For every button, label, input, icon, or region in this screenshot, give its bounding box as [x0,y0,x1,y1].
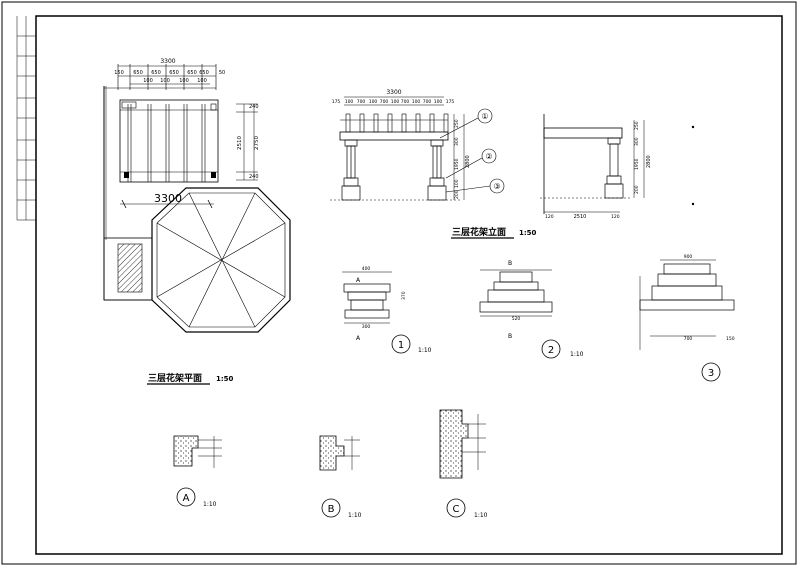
d2-dim: 520 [512,316,521,322]
d3-dim: 150 [726,336,735,342]
d2-label: 2 [548,345,554,356]
elev-dim-seg: 100 [434,99,443,105]
plan-title: 三层花架平面 [148,372,202,384]
dA-scale: 1:10 [203,501,217,508]
detail-c: C 1:10 [439,409,488,519]
elev-dim-right: 100 [454,179,460,188]
elev-dim-right: 200 [454,190,460,199]
plan-dim-seg: 650 [199,70,209,76]
elev-dim-seg: 700 [401,99,410,105]
side-elevation: 2510 120 120 250 300 1950 200 2800 [540,114,695,220]
plan-dim-seg: 650 [169,70,179,76]
elev-dim-seg: 175 [332,99,341,105]
d1-dim: 300 [362,324,371,330]
side-dim-right-total: 2800 [646,155,652,168]
elev-dim-seg: 100 [345,99,354,105]
d2-section-top: B [508,260,512,267]
elev-dim-seg: 700 [423,99,432,105]
d1-label: 1 [398,340,404,351]
elev-dim-seg: 700 [357,99,366,105]
plan-dim-total: 3300 [160,58,175,65]
d1-section-top: A [356,277,361,284]
elev-dim-seg: 700 [380,99,389,105]
plan-dim-seg: 650 [187,70,197,76]
dC-label: C [453,504,460,515]
side-dim-right: 200 [634,185,640,194]
dB-label: B [328,504,335,515]
d1-dim: 400 [362,266,371,272]
elev-dim-seg: 175 [446,99,455,105]
plan-dim-sub: 100 [160,78,170,84]
dC-scale: 1:10 [474,512,488,519]
side-dim-bottom: 2510 [574,214,587,220]
side-dim-right: 250 [634,121,640,130]
d3-label: 3 [708,368,714,379]
plan-dim-seg: 650 [133,70,143,76]
d3-dim: 700 [684,336,693,342]
side-dim-left: 120 [545,214,554,220]
plan-dim-seg: 650 [151,70,161,76]
elev-dim-right: 300 [454,137,460,146]
detail-1: 400 A 300 370 A 1 1:10 [342,266,432,354]
dB-scale: 1:10 [348,512,362,519]
side-dim-right: 1950 [634,158,640,170]
detail-a: A 1:10 [173,435,222,508]
detail-b: B 1:10 [319,435,362,519]
elevation-scale: 1:50 [519,229,537,237]
plan-view: 3300 150 650 650 650 650 650 50 100 100 … [103,58,291,385]
side-dim-right: 300 [634,137,640,146]
callout-3: ③ [493,182,500,191]
elev-dim-right-total: 2800 [465,155,471,168]
detail-3: 900 700 150 3 [639,254,735,382]
d3-dim: 900 [684,254,693,260]
title-strip [16,16,36,220]
callout-1: ① [481,112,488,121]
d1-dim: 370 [401,291,407,300]
elev-dim-total: 3300 [386,89,401,96]
d2-section-bottom: B [508,333,512,340]
plan-dim-seg: 150 [114,70,124,76]
plan-big-dim: 3300 [154,192,182,205]
elev-dim-right: 1950 [454,158,460,170]
side-dim-right-bottom: 120 [611,214,620,220]
front-elevation: 3300 175 100 700 100 700 100 700 100 700… [330,89,537,239]
d2-scale: 1:10 [570,351,584,358]
elev-dim-right: 250 [454,119,460,128]
plan-dim-right-bottom: 240 [249,174,259,180]
dA-label: A [183,493,190,504]
detail-2: B 520 B 2 1:10 [479,260,584,359]
plan-dim-right-total: 2750 [254,136,260,150]
elev-dim-seg: 100 [369,99,378,105]
plan-dim-seg: 50 [219,70,225,76]
d1-section-bottom: A [356,335,361,342]
d1-scale: 1:10 [418,347,432,354]
plan-dim-right-top: 240 [249,104,259,110]
elevation-title: 三层花架立面 [452,226,506,238]
plan-scale: 1:50 [216,375,234,383]
elev-dim-seg: 100 [391,99,400,105]
elev-dim-seg: 100 [412,99,421,105]
callout-2: ② [485,152,492,161]
plan-dim-right-part: 2510 [237,136,243,150]
